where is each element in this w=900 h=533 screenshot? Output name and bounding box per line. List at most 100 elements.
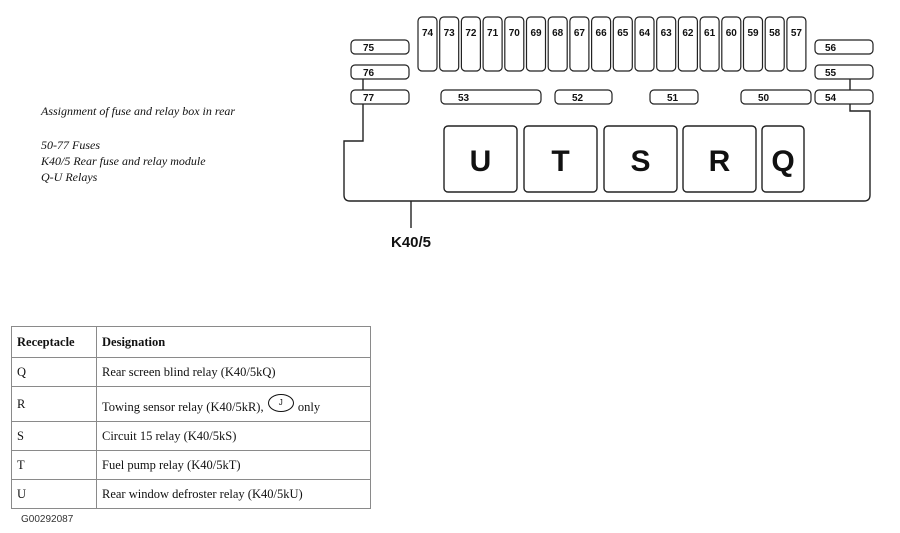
- fuse-label-73: 73: [444, 28, 456, 39]
- fuse-58: [764, 16, 785, 72]
- fuse-label-51: 51: [667, 93, 679, 104]
- table-row: T Fuel pump relay (K40/5kT): [11, 450, 371, 480]
- middle-fuse-row: 53 52 51 50: [440, 89, 812, 105]
- fuse-73: [439, 16, 460, 72]
- relay-label-S: S: [630, 145, 650, 178]
- fuse-75: [350, 39, 410, 55]
- fuse-69: [525, 16, 547, 72]
- fuse-label-76: 76: [363, 68, 375, 79]
- relay-R: [682, 125, 757, 193]
- equipment-code-badge: J: [267, 393, 294, 412]
- designation-text: Towing sensor relay (K40/5kR),: [102, 399, 264, 414]
- fuse-label-65: 65: [617, 28, 629, 39]
- fuse-label-63: 63: [661, 28, 673, 39]
- fuse-71: [482, 16, 503, 72]
- receptacle-cell: R: [11, 386, 97, 422]
- fuse-label-53: 53: [458, 93, 470, 104]
- table-row: R Towing sensor relay (K40/5kR), J only: [11, 386, 371, 422]
- fuse-76: [350, 64, 410, 80]
- table-header-row: Receptacle Designation: [11, 326, 371, 358]
- designation-cell: Rear screen blind relay (K40/5kQ): [96, 357, 371, 387]
- fuse-label-66: 66: [596, 28, 608, 39]
- fuse-54: [814, 89, 874, 105]
- fuse-60: [721, 16, 742, 72]
- fuse-label-68: 68: [552, 28, 564, 39]
- relay-label-Q: Q: [771, 145, 794, 178]
- designation-cell: Fuel pump relay (K40/5kT): [96, 450, 371, 480]
- fuse-64: [634, 16, 655, 72]
- fuse-74: [417, 16, 438, 72]
- figure-code: G00292087: [21, 514, 74, 525]
- module-housing: [343, 70, 871, 202]
- fuse-label-70: 70: [509, 28, 521, 39]
- fuse-53: [440, 89, 542, 105]
- diagram-caption-title: Assignment of fuse and relay box in rear: [41, 104, 236, 118]
- caption-line-relays: Q-U Relays: [41, 170, 98, 184]
- table-row: Q Rear screen blind relay (K40/5kQ): [11, 357, 371, 387]
- fuse-label-59: 59: [747, 28, 759, 39]
- fuse-62: [677, 16, 699, 72]
- fuse-label-55: 55: [825, 68, 837, 79]
- fuse-70: [504, 16, 525, 72]
- relay-U: [443, 125, 518, 193]
- fuse-63: [656, 16, 677, 72]
- header-designation: Designation: [96, 326, 371, 358]
- fuse-label-62: 62: [682, 28, 694, 39]
- fuse-66: [590, 16, 612, 72]
- fuse-50: [740, 89, 812, 105]
- fuse-label-60: 60: [726, 28, 738, 39]
- fuse-59: [742, 16, 764, 72]
- fuse-label-50: 50: [758, 93, 770, 104]
- caption-line-fuses: 50-77 Fuses: [41, 138, 100, 152]
- fuse-51: [649, 89, 699, 105]
- relay-T: [523, 125, 598, 193]
- table-row: S Circuit 15 relay (K40/5kS): [11, 421, 371, 451]
- fuse-label-56: 56: [825, 43, 837, 54]
- fuse-label-74: 74: [422, 28, 434, 39]
- fuse-55: [814, 64, 874, 80]
- relay-label-R: R: [709, 145, 731, 178]
- fuse-label-77: 77: [363, 93, 375, 104]
- fuse-57: [786, 16, 807, 72]
- designation-cell: Rear window defroster relay (K40/5kU): [96, 479, 371, 509]
- fuse-label-57: 57: [791, 28, 803, 39]
- right-fuse-column: 56 55 54: [814, 39, 874, 105]
- fuse-label-69: 69: [530, 28, 542, 39]
- fuse-65: [612, 16, 633, 72]
- designation-cell: Circuit 15 relay (K40/5kS): [96, 421, 371, 451]
- caption-line-module: K40/5 Rear fuse and relay module: [41, 154, 206, 168]
- fuse-label-72: 72: [465, 28, 477, 39]
- fuse-label-64: 64: [639, 28, 651, 39]
- fuse-label-75: 75: [363, 43, 375, 54]
- fuse-label-67: 67: [574, 28, 586, 39]
- receptacle-cell: T: [11, 450, 97, 480]
- designation-cell: Towing sensor relay (K40/5kR), J only: [96, 386, 371, 422]
- fuse-label-58: 58: [769, 28, 781, 39]
- fuse-77: [350, 89, 410, 105]
- relay-S: [603, 125, 678, 193]
- fuse-72: [460, 16, 481, 72]
- relay-label-U: U: [470, 145, 492, 178]
- top-fuse-row: 74 73 72 71 70 69 68 67 66 65 64 63 62 61 60 59 58 57: [417, 16, 807, 72]
- fuse-52: [554, 89, 613, 105]
- relay-label-T: T: [551, 145, 569, 178]
- receptacle-designation-table: Receptacle Designation Q Rear screen bli…: [11, 326, 371, 509]
- module-label: K40/5: [391, 234, 431, 251]
- fuse-label-61: 61: [704, 28, 716, 39]
- fuse-label-52: 52: [572, 93, 584, 104]
- fuse-68: [547, 16, 568, 72]
- fuse-67: [569, 16, 590, 72]
- receptacle-cell: S: [11, 421, 97, 451]
- fuse-label-71: 71: [487, 28, 499, 39]
- fuse-61: [699, 16, 720, 72]
- header-receptacle: Receptacle: [11, 326, 97, 358]
- receptacle-cell: Q: [11, 357, 97, 387]
- fuse-label-54: 54: [825, 93, 837, 104]
- fuse-56: [814, 39, 874, 55]
- table-row: U Rear window defroster relay (K40/5kU): [11, 479, 371, 509]
- receptacle-cell: U: [11, 479, 97, 509]
- relay-Q: [761, 125, 805, 193]
- left-fuse-column: 75 76 77: [350, 39, 410, 105]
